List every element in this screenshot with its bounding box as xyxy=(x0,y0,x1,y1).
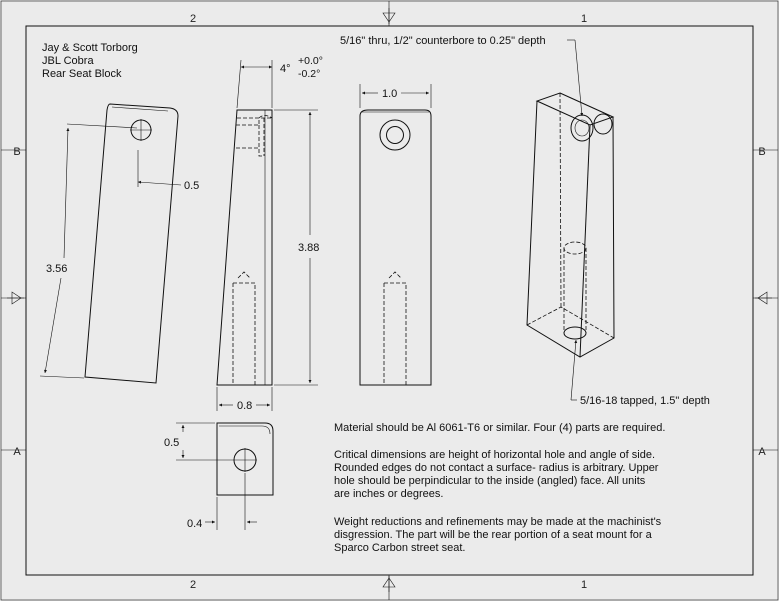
center-mark-top xyxy=(382,8,396,24)
zone-label-bottom-2: 2 xyxy=(190,579,196,591)
center-mark-right xyxy=(755,291,772,305)
dim-angle: 4° xyxy=(280,63,291,75)
note-critical-line-3: hole should be perpindicular to the insi… xyxy=(334,475,646,487)
zone-label-left-b: B xyxy=(13,146,20,158)
title-line-1: Jay & Scott Torborg xyxy=(42,42,138,54)
title-line-3: Rear Seat Block xyxy=(42,68,122,80)
view-top: 0.5 0.4 xyxy=(164,422,274,530)
dim-top-hole-horizontal: 0.4 xyxy=(187,518,202,530)
zone-label-bottom-1: 1 xyxy=(581,579,587,591)
note-critical-line-2: Rounded edges do not contact a surface- … xyxy=(334,462,659,474)
center-mark-left xyxy=(7,291,24,305)
zone-label-top-2: 2 xyxy=(190,13,196,25)
note-critical-line-4: are inches or degrees. xyxy=(334,488,443,500)
note-weight-line-1: Weight reductions and refinements may be… xyxy=(334,516,662,528)
view-angled-face: 0.5 3.56 xyxy=(39,103,199,384)
dim-thickness: 0.8 xyxy=(237,400,252,412)
title-block: Jay & Scott Torborg JBL Cobra Rear Seat … xyxy=(42,42,138,80)
center-mark-bottom xyxy=(382,576,396,592)
dim-height: 3.88 xyxy=(298,242,319,254)
note-critical-line-1: Critical dimensions are height of horizo… xyxy=(334,449,655,461)
dim-length-angled: 3.56 xyxy=(46,263,67,275)
zone-label-left-a: A xyxy=(13,446,21,458)
zone-label-right-a: A xyxy=(758,446,766,458)
dim-width: 1.0 xyxy=(382,88,397,100)
zone-label-right-b: B xyxy=(758,146,765,158)
view-side: 4° +0.0° -0.2° 3.88 0.8 xyxy=(216,55,323,412)
view-front: 1.0 xyxy=(359,84,432,386)
dim-angle-tol-minus: -0.2° xyxy=(298,68,320,80)
zone-label-top-1: 1 xyxy=(581,13,587,25)
note-material: Material should be Al 6061-T6 or similar… xyxy=(334,422,665,434)
note-weight-line-2: disgression. The part will be the rear p… xyxy=(334,529,653,541)
callout-tapped: 5/16-18 tapped, 1.5" depth xyxy=(580,395,710,407)
notes: Material should be Al 6061-T6 or similar… xyxy=(334,422,665,554)
dim-angle-tol-plus: +0.0° xyxy=(298,55,323,67)
view-isometric: 5/16" thru, 1/2" counterbore to 0.25" de… xyxy=(340,35,710,407)
callout-counterbore: 5/16" thru, 1/2" counterbore to 0.25" de… xyxy=(340,35,546,47)
dim-top-hole-vertical: 0.5 xyxy=(164,437,179,449)
note-weight-line-3: Sparco Carbon street seat. xyxy=(334,542,465,554)
dim-hole-offset: 0.5 xyxy=(184,180,199,192)
title-line-2: JBL Cobra xyxy=(42,55,94,67)
